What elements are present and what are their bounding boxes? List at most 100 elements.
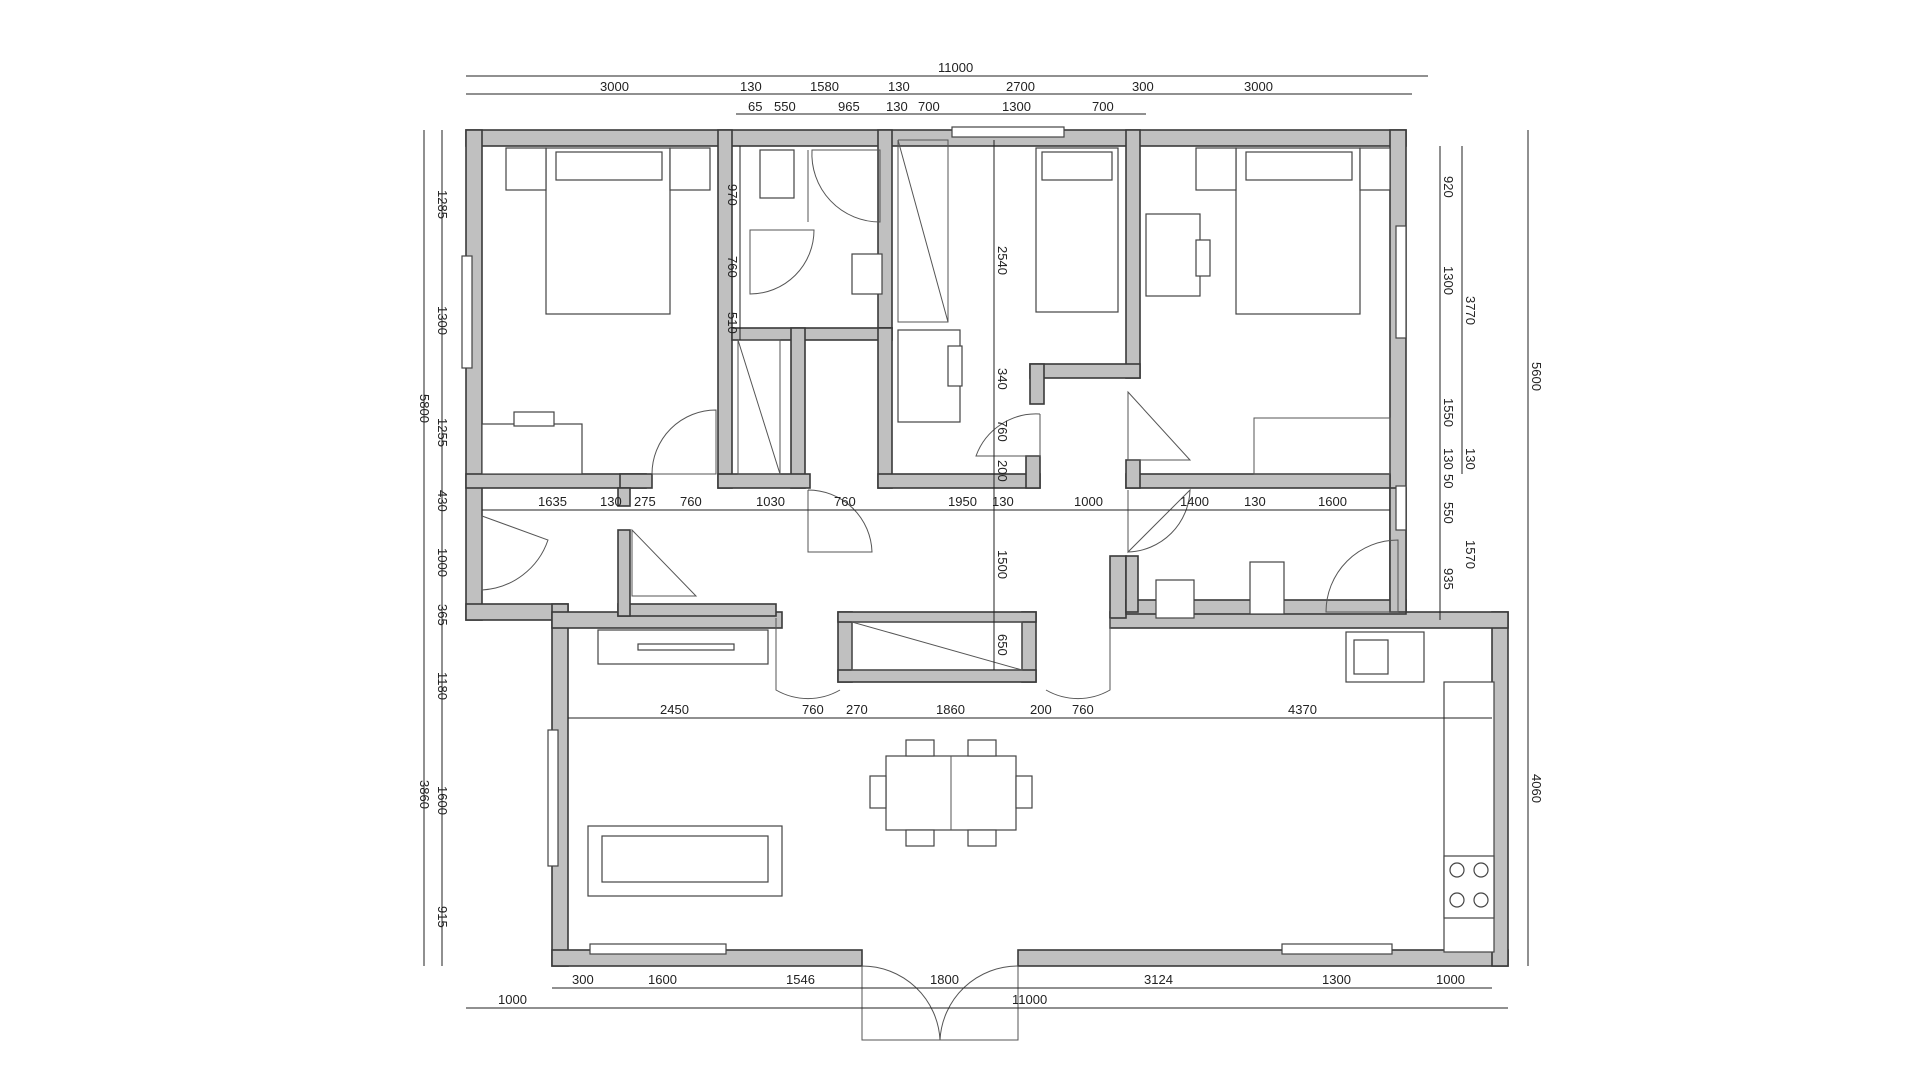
dim-corr-8: 1000 — [1074, 494, 1103, 509]
dim-top-r1-4: 2700 — [1006, 79, 1035, 94]
dim-int-3: 2540 — [995, 246, 1010, 275]
dim-top-r2-5: 1300 — [1002, 99, 1031, 114]
dim-left-living-2: 915 — [435, 906, 450, 928]
dim-corr-3: 760 — [680, 494, 702, 509]
toilet-1 — [759, 149, 795, 199]
dim-living-6: 4370 — [1288, 702, 1317, 717]
dim-bottom-r2-1: 11000 — [1012, 992, 1047, 1007]
wardrobe-1 — [737, 339, 781, 475]
basin-2 — [1155, 579, 1195, 619]
dim-top-r1-6: 3000 — [1244, 79, 1273, 94]
chair-2 — [947, 345, 963, 387]
furniture — [481, 139, 1495, 953]
door-wardrobe — [807, 489, 873, 553]
dim-right-0: 920 — [1441, 176, 1456, 198]
pillow-1 — [555, 151, 663, 181]
pillow-3 — [1245, 151, 1353, 181]
wall-cupboard-north — [837, 611, 1037, 623]
sofa-seat — [601, 835, 769, 883]
wall-bath2-north-stub — [1125, 555, 1139, 613]
dim-int-5: 760 — [995, 420, 1010, 442]
dim-bottom-r1-4: 3124 — [1144, 972, 1173, 987]
wall-hall-notch-west — [1029, 363, 1045, 405]
door-living-right — [1045, 618, 1111, 700]
shower-1 — [811, 149, 881, 223]
hob-ring-2 — [1473, 862, 1489, 878]
dim-top-r2-4: 700 — [918, 99, 940, 114]
dim-bottom-r1-6: 1000 — [1436, 972, 1465, 987]
dim-top-r2-2: 965 — [838, 99, 860, 114]
dim-right-4: 550 — [1441, 502, 1456, 524]
toilet-2 — [1249, 561, 1285, 615]
dim-living-0: 2450 — [660, 702, 689, 717]
dim-top-r2-0: 65 — [748, 99, 762, 114]
wall-bedroom2-south — [877, 473, 1041, 489]
wall-bedroom1-south-b — [619, 473, 653, 489]
dim-right-living: 4060 — [1529, 774, 1544, 803]
dim-left-1: 1300 — [435, 306, 450, 335]
door-patio-left — [861, 965, 941, 1041]
dim-corr-4: 1030 — [756, 494, 785, 509]
dim-top-overall: 11000 — [938, 60, 973, 75]
hob-ring-3 — [1449, 892, 1465, 908]
wall-bedroom1-south — [465, 473, 647, 489]
dim-corr-0: 1635 — [538, 494, 567, 509]
bedside-1a — [505, 147, 547, 191]
dim-living-1: 760 — [802, 702, 824, 717]
dim-corr-6: 1950 — [948, 494, 977, 509]
dim-bottom-r1-1: 1600 — [648, 972, 677, 987]
dim-top-r2-3: 130 — [886, 99, 908, 114]
window-north — [951, 126, 1065, 138]
dim-bottom-r2-0: 1000 — [498, 992, 527, 1007]
wall-bedroom3-south — [1125, 473, 1391, 489]
bedside-3b — [1359, 147, 1391, 191]
wall-wardrobe-divider — [790, 327, 806, 489]
chair-d6 — [1015, 775, 1033, 809]
dim-top-r1-3: 130 — [888, 79, 910, 94]
hob-ring-4 — [1473, 892, 1489, 908]
dim-right-1: 1300 — [1441, 266, 1456, 295]
window-bedroom1-west — [461, 255, 473, 369]
door-bath2 — [1127, 488, 1191, 554]
door-bedroom1 — [651, 409, 717, 475]
dim-top-r2-1: 550 — [774, 99, 796, 114]
wall-north — [465, 129, 1407, 147]
door-bedroom2 — [975, 413, 1041, 457]
dim-right-6: 935 — [1441, 568, 1456, 590]
dim-top-r1-1: 130 — [740, 79, 762, 94]
chair-d5 — [869, 775, 887, 809]
dim-top-r2-6: 700 — [1092, 99, 1114, 114]
dim-left-3: 430 — [435, 490, 450, 512]
dim-int-2: 510 — [725, 312, 740, 334]
wall-west-bedroom — [465, 129, 483, 621]
dim-int-0: 970 — [725, 184, 740, 206]
wall-living-south-right — [1017, 949, 1509, 967]
wall-bath2-west — [1109, 555, 1127, 619]
dim-int-1: 760 — [725, 256, 740, 278]
bedside-1b — [669, 147, 711, 191]
hob-ring-1 — [1449, 862, 1465, 878]
wall-hall-notch — [1029, 363, 1141, 379]
chair-3 — [1195, 239, 1211, 277]
dimension-labels: 11000 3000 130 1580 130 2700 300 3000 65… — [417, 60, 1544, 1007]
chair-1 — [513, 411, 555, 427]
dim-left-living-1: 1600 — [435, 786, 450, 815]
chair-d4 — [967, 829, 997, 847]
shower-2 — [1325, 539, 1399, 613]
dim-right-2: 1550 — [1441, 398, 1456, 427]
dim-corr-1: 130 — [600, 494, 622, 509]
pillow-2 — [1041, 151, 1113, 181]
wall-entry-stub — [617, 487, 631, 507]
dim-left-living-0: 1180 — [435, 672, 450, 700]
dimension-lines — [423, 75, 1529, 1009]
desk-3 — [1145, 213, 1201, 297]
sideboard-top — [637, 643, 735, 651]
dim-top-r1-0: 3000 — [600, 79, 629, 94]
wall-bath1-block-east — [877, 327, 893, 489]
dim-corr-2: 275 — [634, 494, 656, 509]
door-bedroom3 — [1127, 390, 1192, 461]
desk-1 — [481, 423, 583, 475]
door-entry — [481, 515, 549, 591]
sink-bowl — [1353, 639, 1389, 675]
